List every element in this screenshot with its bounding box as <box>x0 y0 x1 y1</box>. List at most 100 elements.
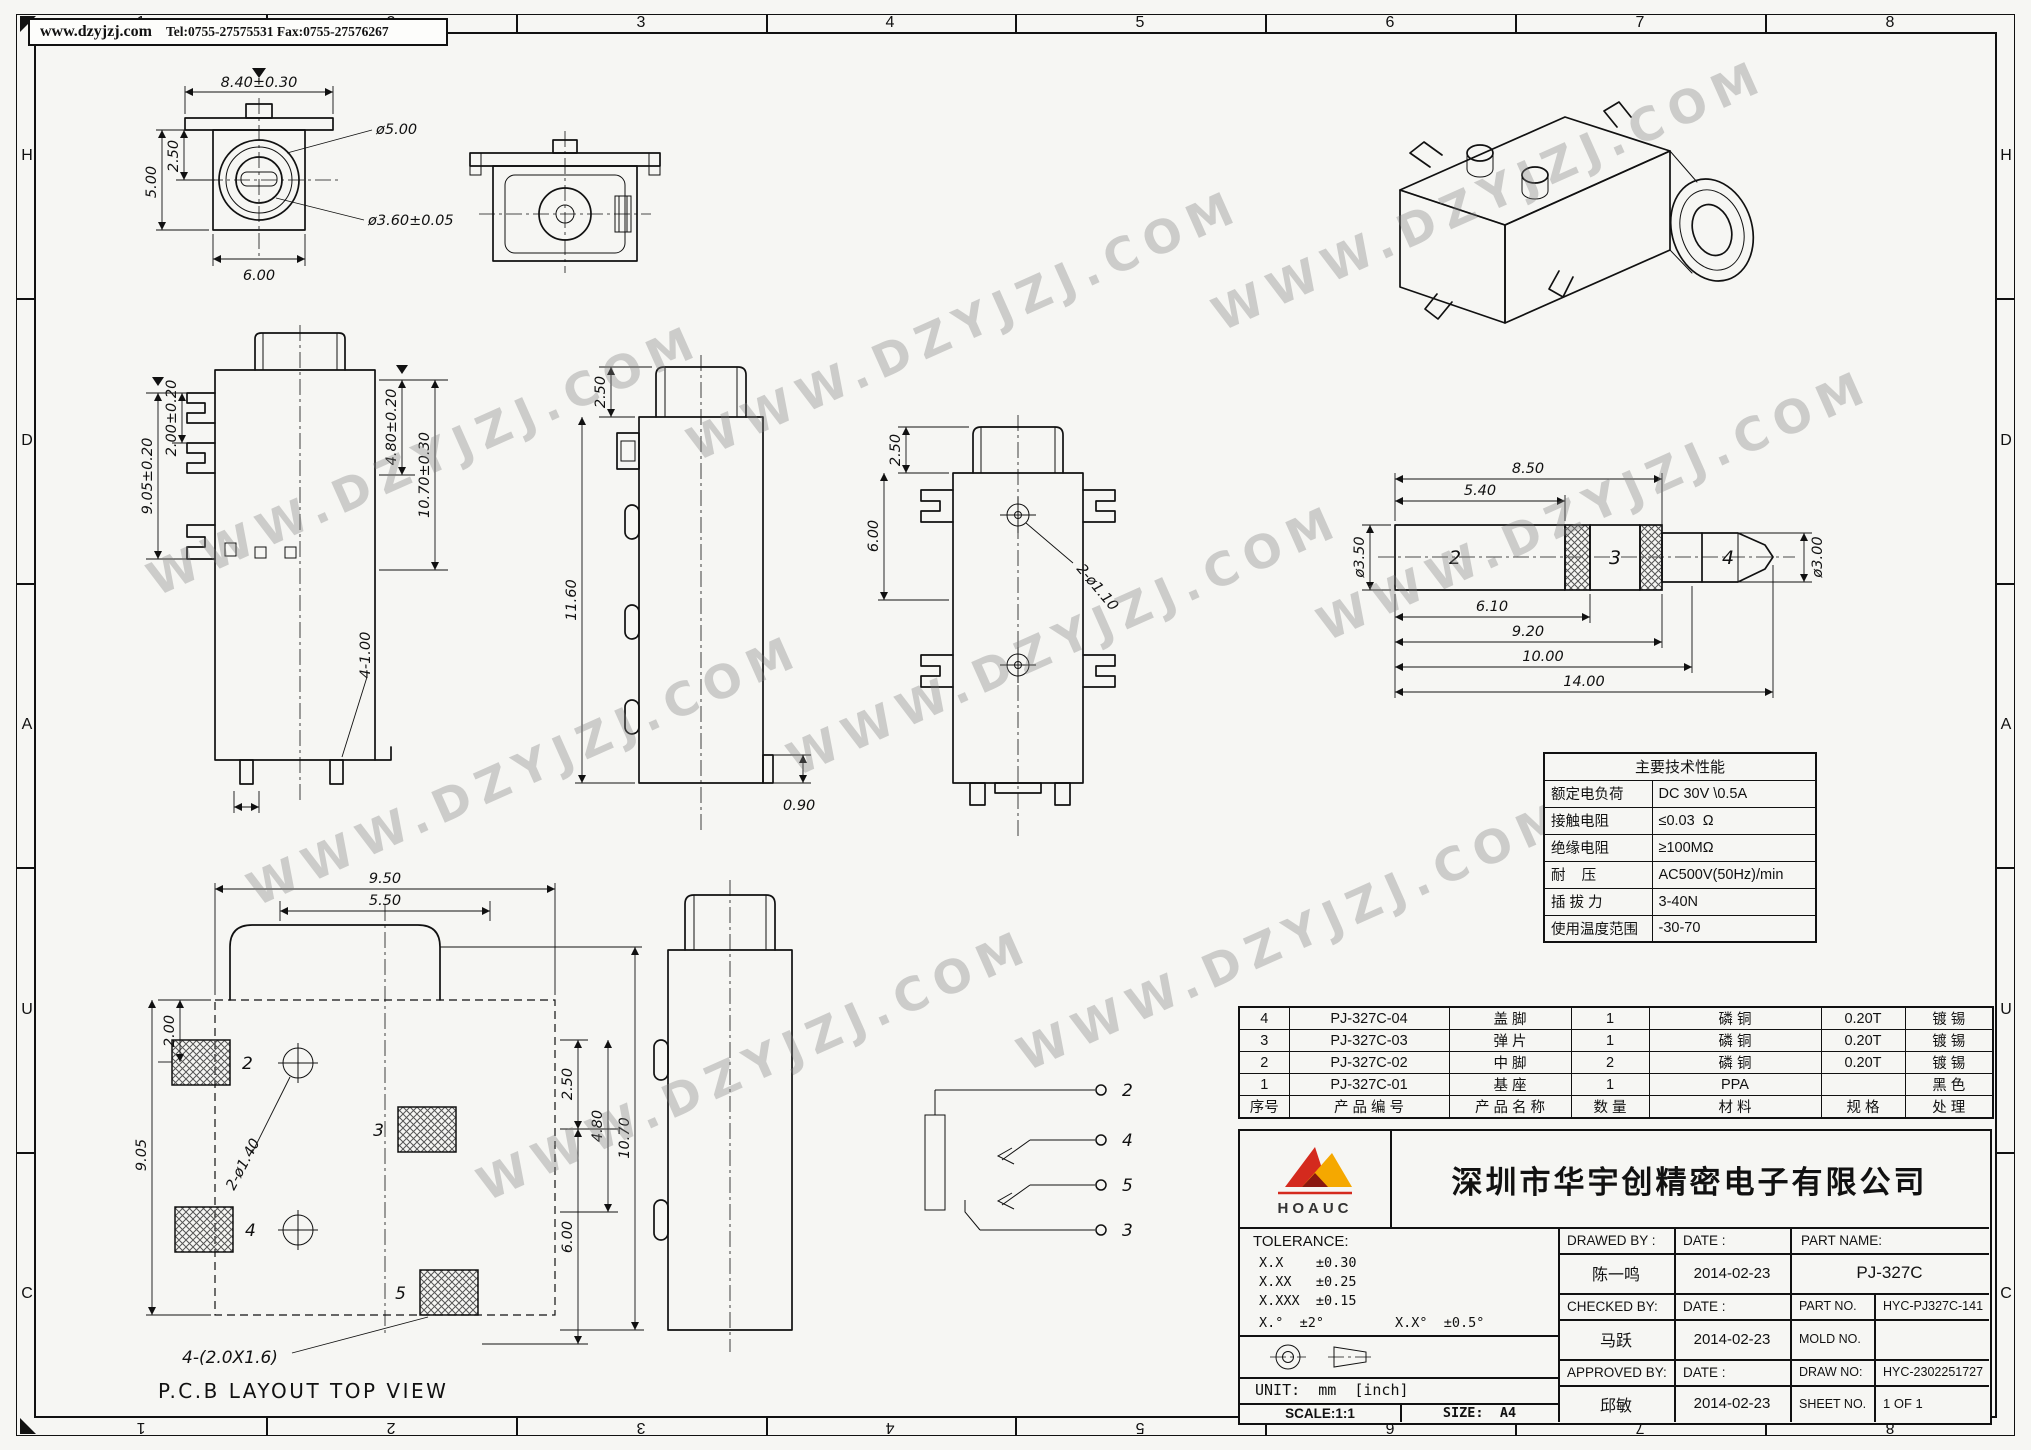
pad-number: 2 <box>242 1054 253 1074</box>
dim-label: 5.00 <box>144 166 160 198</box>
terminal <box>1095 1134 1107 1146</box>
projection-symbol <box>1260 1341 1430 1373</box>
back-view: 2.50 6.00 2-ø1.10 <box>866 415 1205 850</box>
spec-value: ≤0.03 Ω <box>1651 806 1817 835</box>
size-label: SIZE: A4 <box>1442 1405 1517 1421</box>
dim-label: 4-1.00 <box>358 632 374 679</box>
zone-col-label: 5 <box>1135 1419 1145 1436</box>
zone-tick <box>1015 1418 1017 1436</box>
spec-table-title: 主要技术性能 <box>1543 752 1817 781</box>
zone-tick <box>16 867 34 869</box>
zone-tick <box>1765 1418 1767 1436</box>
website-text: www.dzyjzj.com <box>40 23 152 40</box>
top-view: 8.40±0.30 2.50 5.00 6.00 ø5.00 ø3.60±0.0… <box>140 60 500 330</box>
dim-label: 6.10 <box>1476 599 1508 615</box>
zone-tick <box>1515 1418 1517 1436</box>
zone-col-label: 7 <box>1635 14 1645 31</box>
date-label: DATE : <box>1683 1298 1726 1314</box>
dim-label: 5.40 <box>1464 483 1496 499</box>
spec-value: DC 30V \0.5A <box>1651 779 1817 808</box>
zone-tick <box>1015 14 1017 32</box>
zone-tick <box>516 14 518 32</box>
circuit-schematic: 2 4 5 3 <box>870 1060 1200 1305</box>
zone-tick <box>516 1418 518 1436</box>
dim-label: 2-ø1.40 <box>223 1136 263 1193</box>
dim-label: 2.00±0.20 <box>164 380 180 457</box>
zone-tick <box>16 583 34 585</box>
pad-number: 4 <box>245 1221 256 1241</box>
zone-col-label: 5 <box>1135 14 1145 31</box>
zone-col-label: 4 <box>885 1419 895 1436</box>
dim-label: 2.50 <box>593 376 609 408</box>
pcb-pad <box>174 1206 234 1253</box>
zone-row-label: H <box>21 147 33 164</box>
plug-segment-label: 4 <box>1722 547 1734 569</box>
mold-no-value <box>1878 1319 1989 1359</box>
spec-value: -30-70 <box>1651 914 1817 943</box>
dim-label: 9.05 <box>134 1139 150 1171</box>
company-logo: HOAUC <box>1250 1135 1380 1223</box>
dim-label: 4-(2.0X1.6) <box>182 1348 278 1368</box>
zone-row-label: D <box>2000 432 2012 449</box>
zone-tick <box>266 1418 268 1436</box>
isometric-view <box>1330 65 1820 375</box>
zone-tick <box>1997 867 2015 869</box>
zone-tick <box>1997 298 2015 300</box>
spec-row: 绝缘电阻≥100MΩ <box>1543 833 1817 862</box>
part-name-value: PJ-327C <box>1856 1263 1923 1282</box>
draw-no-label: DRAW NO: <box>1799 1365 1863 1379</box>
tolerance-line: X.X° ±0.5° <box>1395 1315 1485 1331</box>
zone-tick <box>1997 1152 2015 1154</box>
dim-label: 2.00 <box>162 1015 178 1047</box>
tolerance-line: X.° ±2° <box>1259 1315 1325 1331</box>
pin-number: 5 <box>1122 1176 1133 1196</box>
mold-no-label: MOLD NO. <box>1799 1332 1861 1346</box>
spec-label: 额定电负荷 <box>1543 779 1653 808</box>
drawn-by-label: DRAWED BY : <box>1567 1232 1656 1248</box>
title-block: HOAUC 深圳市华宇创精密电子有限公司 TOLERANCE: X.X ±0.3… <box>1238 1129 1992 1425</box>
zone-tick <box>1265 14 1267 32</box>
dim-label: 2-ø1.10 <box>1073 561 1121 614</box>
date-label: DATE : <box>1683 1232 1726 1248</box>
spec-row: 使用温度范围-30-70 <box>1543 914 1817 943</box>
terminal <box>1095 1179 1107 1191</box>
checked-by-name: 马跃 <box>1599 1333 1632 1350</box>
zone-col-label: 8 <box>1885 14 1895 31</box>
pin-number: 2 <box>1122 1081 1133 1101</box>
dim-label: 4.80 <box>590 1110 606 1142</box>
zone-tick <box>16 1152 34 1154</box>
approved-date: 2014-02-23 <box>1693 1395 1771 1412</box>
pin-number: 4 <box>1122 1131 1133 1151</box>
corner-mark-bottom-left <box>20 1418 36 1434</box>
dim-label: 10.70±0.30 <box>417 432 433 518</box>
spec-title-row: 主要技术性能 <box>1543 752 1817 781</box>
part-no-label: PART NO. <box>1799 1299 1857 1313</box>
dim-label: ø3.60±0.05 <box>367 213 454 229</box>
zone-col-label: 3 <box>636 1419 646 1436</box>
zone-row-label: A <box>21 716 33 733</box>
front-view: 9.05±0.20 2.00±0.20 4.80±0.20 10.70±0.30… <box>130 325 475 865</box>
logo-text: HOAUC <box>1278 1200 1353 1217</box>
pad-number: 3 <box>373 1121 384 1141</box>
sheet-inner-border <box>34 32 1997 1418</box>
tolerance-line: X.XXX ±0.15 <box>1259 1292 1357 1309</box>
unit-label: UNIT: mm [inch] <box>1255 1381 1409 1399</box>
zone-row-label: A <box>2000 716 2012 733</box>
zone-row-label: D <box>21 432 33 449</box>
approved-by-label: APPROVED BY: <box>1567 1364 1667 1380</box>
spec-label: 使用温度范围 <box>1543 914 1653 943</box>
zone-tick <box>1765 14 1767 32</box>
dim-label: 14.00 <box>1563 674 1605 690</box>
dim-label: 0.90 <box>783 798 815 814</box>
dim-label: 2.50 <box>166 140 182 172</box>
zone-tick <box>766 1418 768 1436</box>
dim-label: ø3.00 <box>1810 536 1826 578</box>
plug-segment-label: 2 <box>1449 547 1461 569</box>
zone-col-label: 3 <box>636 14 646 31</box>
dim-label: 9.20 <box>1512 624 1544 640</box>
